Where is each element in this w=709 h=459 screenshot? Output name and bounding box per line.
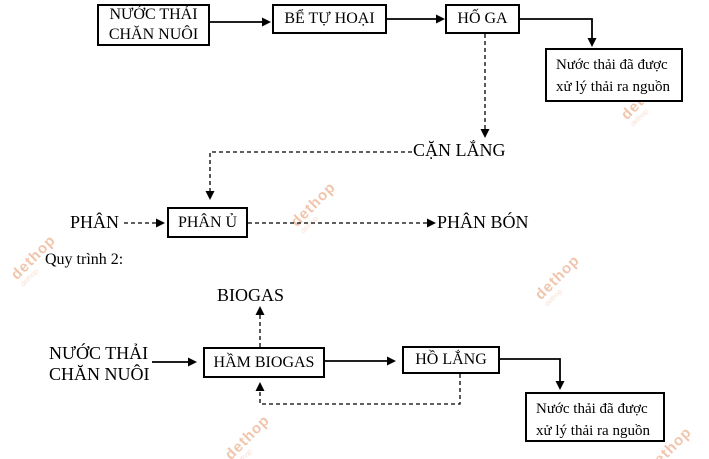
arrowhead-right-icon bbox=[188, 357, 197, 367]
arrowhead-down-icon bbox=[480, 129, 490, 138]
dashed-settling-return-to-digester bbox=[259, 374, 461, 405]
box-treated-water-2: Nước thải đã được xử lý thải ra nguồn bbox=[525, 392, 665, 442]
label-wastewater-source-2: NƯỚC THẢI CHĂN NUÔI bbox=[49, 343, 150, 385]
label-biogas: BIOGAS bbox=[217, 285, 285, 305]
box-label-line: xử lý thải ra nguồn bbox=[556, 79, 670, 95]
box-label-line: Nước thải đã được bbox=[536, 401, 648, 417]
arrowhead-up-icon bbox=[255, 382, 265, 391]
box-label-line: xử lý thải ra nguồn bbox=[536, 423, 650, 439]
label-line: NƯỚC THẢI bbox=[49, 343, 149, 363]
arrowhead-right-icon bbox=[387, 356, 396, 366]
box-compost: PHÂN Ủ bbox=[167, 207, 248, 238]
arrowhead-right-icon bbox=[427, 218, 436, 228]
arrowhead-right-icon bbox=[436, 14, 445, 24]
box-label-line: Nước thải đã được bbox=[556, 57, 668, 73]
box-wastewater-source-1: NƯỚC THẢI CHĂN NUÔI bbox=[97, 4, 210, 46]
arrow-settling-to-treated2 bbox=[500, 358, 561, 382]
box-settling-pond: HỒ LẮNG bbox=[402, 346, 500, 374]
arrowhead-down-icon bbox=[555, 381, 565, 390]
box-septic-tank: BỂ TỰ HOẠI bbox=[272, 4, 387, 34]
arrowhead-down-icon bbox=[587, 38, 597, 47]
label-sediment: CẶN LẮNG bbox=[413, 140, 506, 160]
arrow-manhole-to-treated1 bbox=[520, 18, 593, 39]
label-line: CHĂN NUÔI bbox=[49, 364, 150, 384]
arrowhead-right-icon bbox=[262, 17, 271, 27]
label-manure: PHÂN bbox=[70, 212, 120, 232]
arrowhead-up-icon bbox=[255, 306, 265, 315]
label-fertilizer: PHÂN BÓN bbox=[437, 212, 529, 232]
arrowhead-down-icon bbox=[205, 191, 215, 200]
arrowhead-right-icon bbox=[156, 218, 165, 228]
box-manhole: HỐ GA bbox=[445, 4, 520, 34]
box-label-line: NƯỚC THẢI bbox=[109, 6, 198, 23]
box-treated-water-1: Nước thải đã được xử lý thải ra nguồn bbox=[545, 48, 683, 102]
box-label-line: CHĂN NUÔI bbox=[108, 26, 199, 43]
dashed-sediment-to-compost bbox=[209, 151, 412, 191]
section-2-heading: Quy trình 2: bbox=[45, 251, 124, 268]
box-biogas-digester: HẦM BIOGAS bbox=[203, 347, 325, 378]
